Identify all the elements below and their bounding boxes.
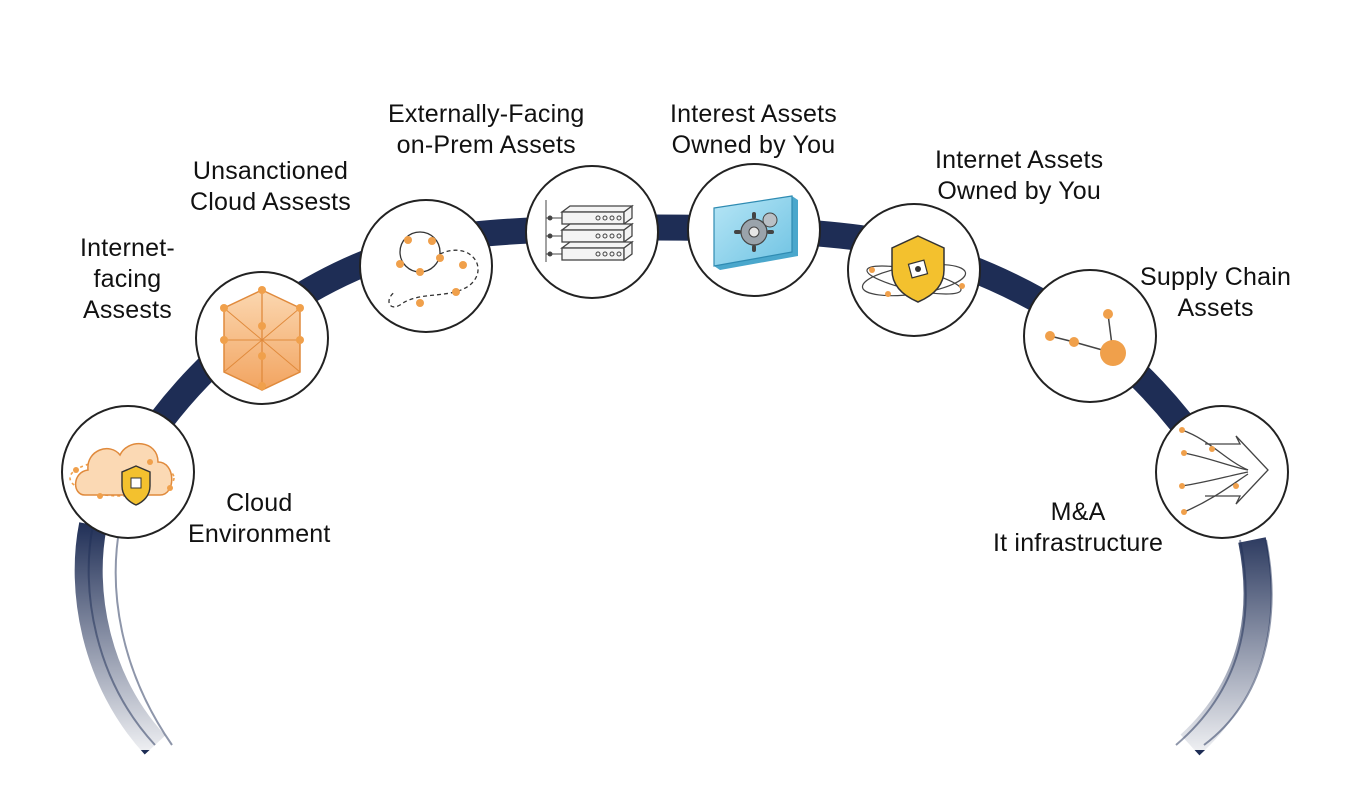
label-line: Cloud <box>226 489 293 517</box>
label-line: Supply Chain <box>1140 263 1292 291</box>
node-internet-owned <box>847 203 981 337</box>
label-internet-facing: Internet- facing Assests <box>80 233 175 326</box>
node-unsanctioned <box>359 199 493 333</box>
label-mna: M&A It infrastructure <box>993 497 1163 559</box>
shield-orbit-icon <box>861 235 967 303</box>
label-line: Internet Assets <box>935 146 1104 174</box>
label-line: M&A <box>1050 498 1106 526</box>
label-line: Owned by You <box>937 177 1102 205</box>
label-line: Assests <box>82 296 172 324</box>
label-line: Unsanctioned <box>192 157 349 185</box>
label-line: Assets <box>1177 294 1254 322</box>
label-interest-assets: Interest Assets Owned by You <box>670 99 837 161</box>
label-internet-assets: Internet Assets Owned by You <box>935 145 1103 207</box>
isometric-cubes-icon <box>220 286 304 391</box>
cloud-shield-icon <box>69 442 175 506</box>
node-interest <box>687 163 821 297</box>
label-cloud-environment: Cloud Environment <box>188 488 331 550</box>
label-line: Interest Assets <box>670 100 837 128</box>
gear-panel-icon <box>713 195 798 270</box>
node-internet-facing <box>195 271 329 405</box>
node-mna <box>1155 405 1289 539</box>
node-cloud <box>61 405 195 539</box>
merge-arrow-icon <box>1179 427 1269 515</box>
node-supply-chain <box>1023 269 1157 403</box>
label-line: Cloud Assests <box>190 188 352 216</box>
label-line: facing <box>93 265 162 293</box>
label-unsanctioned-cloud: Unsanctioned Cloud Assests <box>190 156 351 218</box>
label-line: It infrastructure <box>993 529 1164 557</box>
orbit-network-icon <box>388 231 479 308</box>
server-rack-icon <box>545 200 634 262</box>
label-line: Externally-Facing <box>388 100 585 128</box>
label-line: Internet- <box>80 234 175 262</box>
label-externally-facing: Externally-Facing on-Prem Assets <box>388 99 585 161</box>
label-line: on-Prem Assets <box>396 131 576 159</box>
node-graph-icon <box>1045 309 1126 366</box>
label-line: Owned by You <box>671 131 836 159</box>
node-on-prem <box>525 165 659 299</box>
label-line: Environment <box>188 520 331 548</box>
label-supply-chain: Supply Chain Assets <box>1140 262 1291 324</box>
